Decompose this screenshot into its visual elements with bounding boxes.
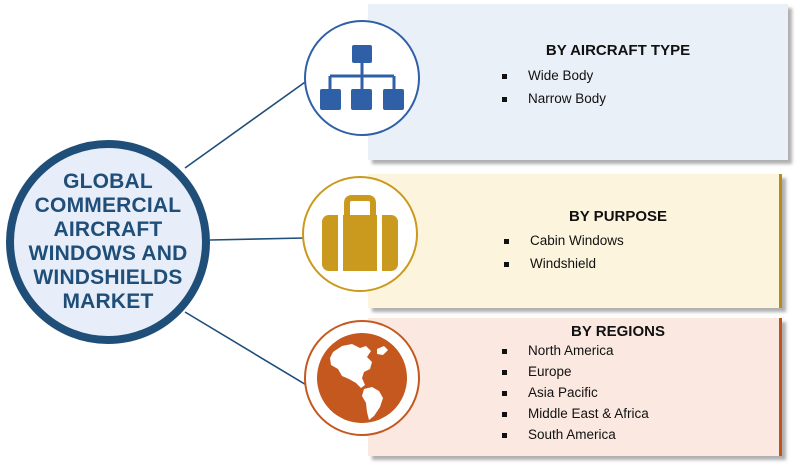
list-item: Cabin Windows	[500, 233, 624, 256]
list-item: South America	[498, 427, 649, 448]
list-item: Narrow Body	[498, 91, 606, 114]
regions-icon-circle	[304, 320, 420, 436]
globe-icon	[317, 333, 407, 423]
list-item: Wide Body	[498, 68, 606, 91]
segment-panel-aircraft-type: BY AIRCRAFT TYPE Wide Body Narrow Body	[368, 4, 788, 160]
segment-items: Cabin Windows Windshield	[500, 233, 624, 279]
connector-purpose	[209, 237, 305, 241]
list-item: North America	[498, 343, 649, 364]
segment-heading: BY REGIONS	[571, 323, 665, 340]
segment-items: Wide Body Narrow Body	[498, 68, 606, 114]
list-item: Asia Pacific	[498, 385, 649, 406]
connector-aircraft-type	[184, 79, 309, 169]
connector-regions	[184, 311, 309, 387]
aircraft-type-icon-circle	[304, 20, 420, 136]
briefcase-icon	[322, 195, 398, 271]
segment-heading: BY PURPOSE	[568, 208, 668, 225]
hierarchy-icon	[320, 45, 404, 110]
list-item: Middle East & Africa	[498, 406, 649, 427]
market-hub: GLOBAL COMMERCIAL AIRCRAFT WINDOWS AND W…	[6, 140, 210, 344]
segment-items: North America Europe Asia Pacific Middle…	[498, 343, 649, 448]
list-item: Windshield	[500, 256, 624, 279]
hub-title: GLOBAL COMMERCIAL AIRCRAFT WINDOWS AND W…	[28, 170, 188, 313]
segment-panel-regions: BY REGIONS North America Europe Asia Pac…	[368, 318, 782, 456]
segment-panel-purpose: BY PURPOSE Cabin Windows Windshield	[368, 174, 782, 308]
list-item: Europe	[498, 364, 649, 385]
purpose-icon-circle	[302, 176, 418, 292]
segment-heading: BY AIRCRAFT TYPE	[545, 42, 691, 59]
